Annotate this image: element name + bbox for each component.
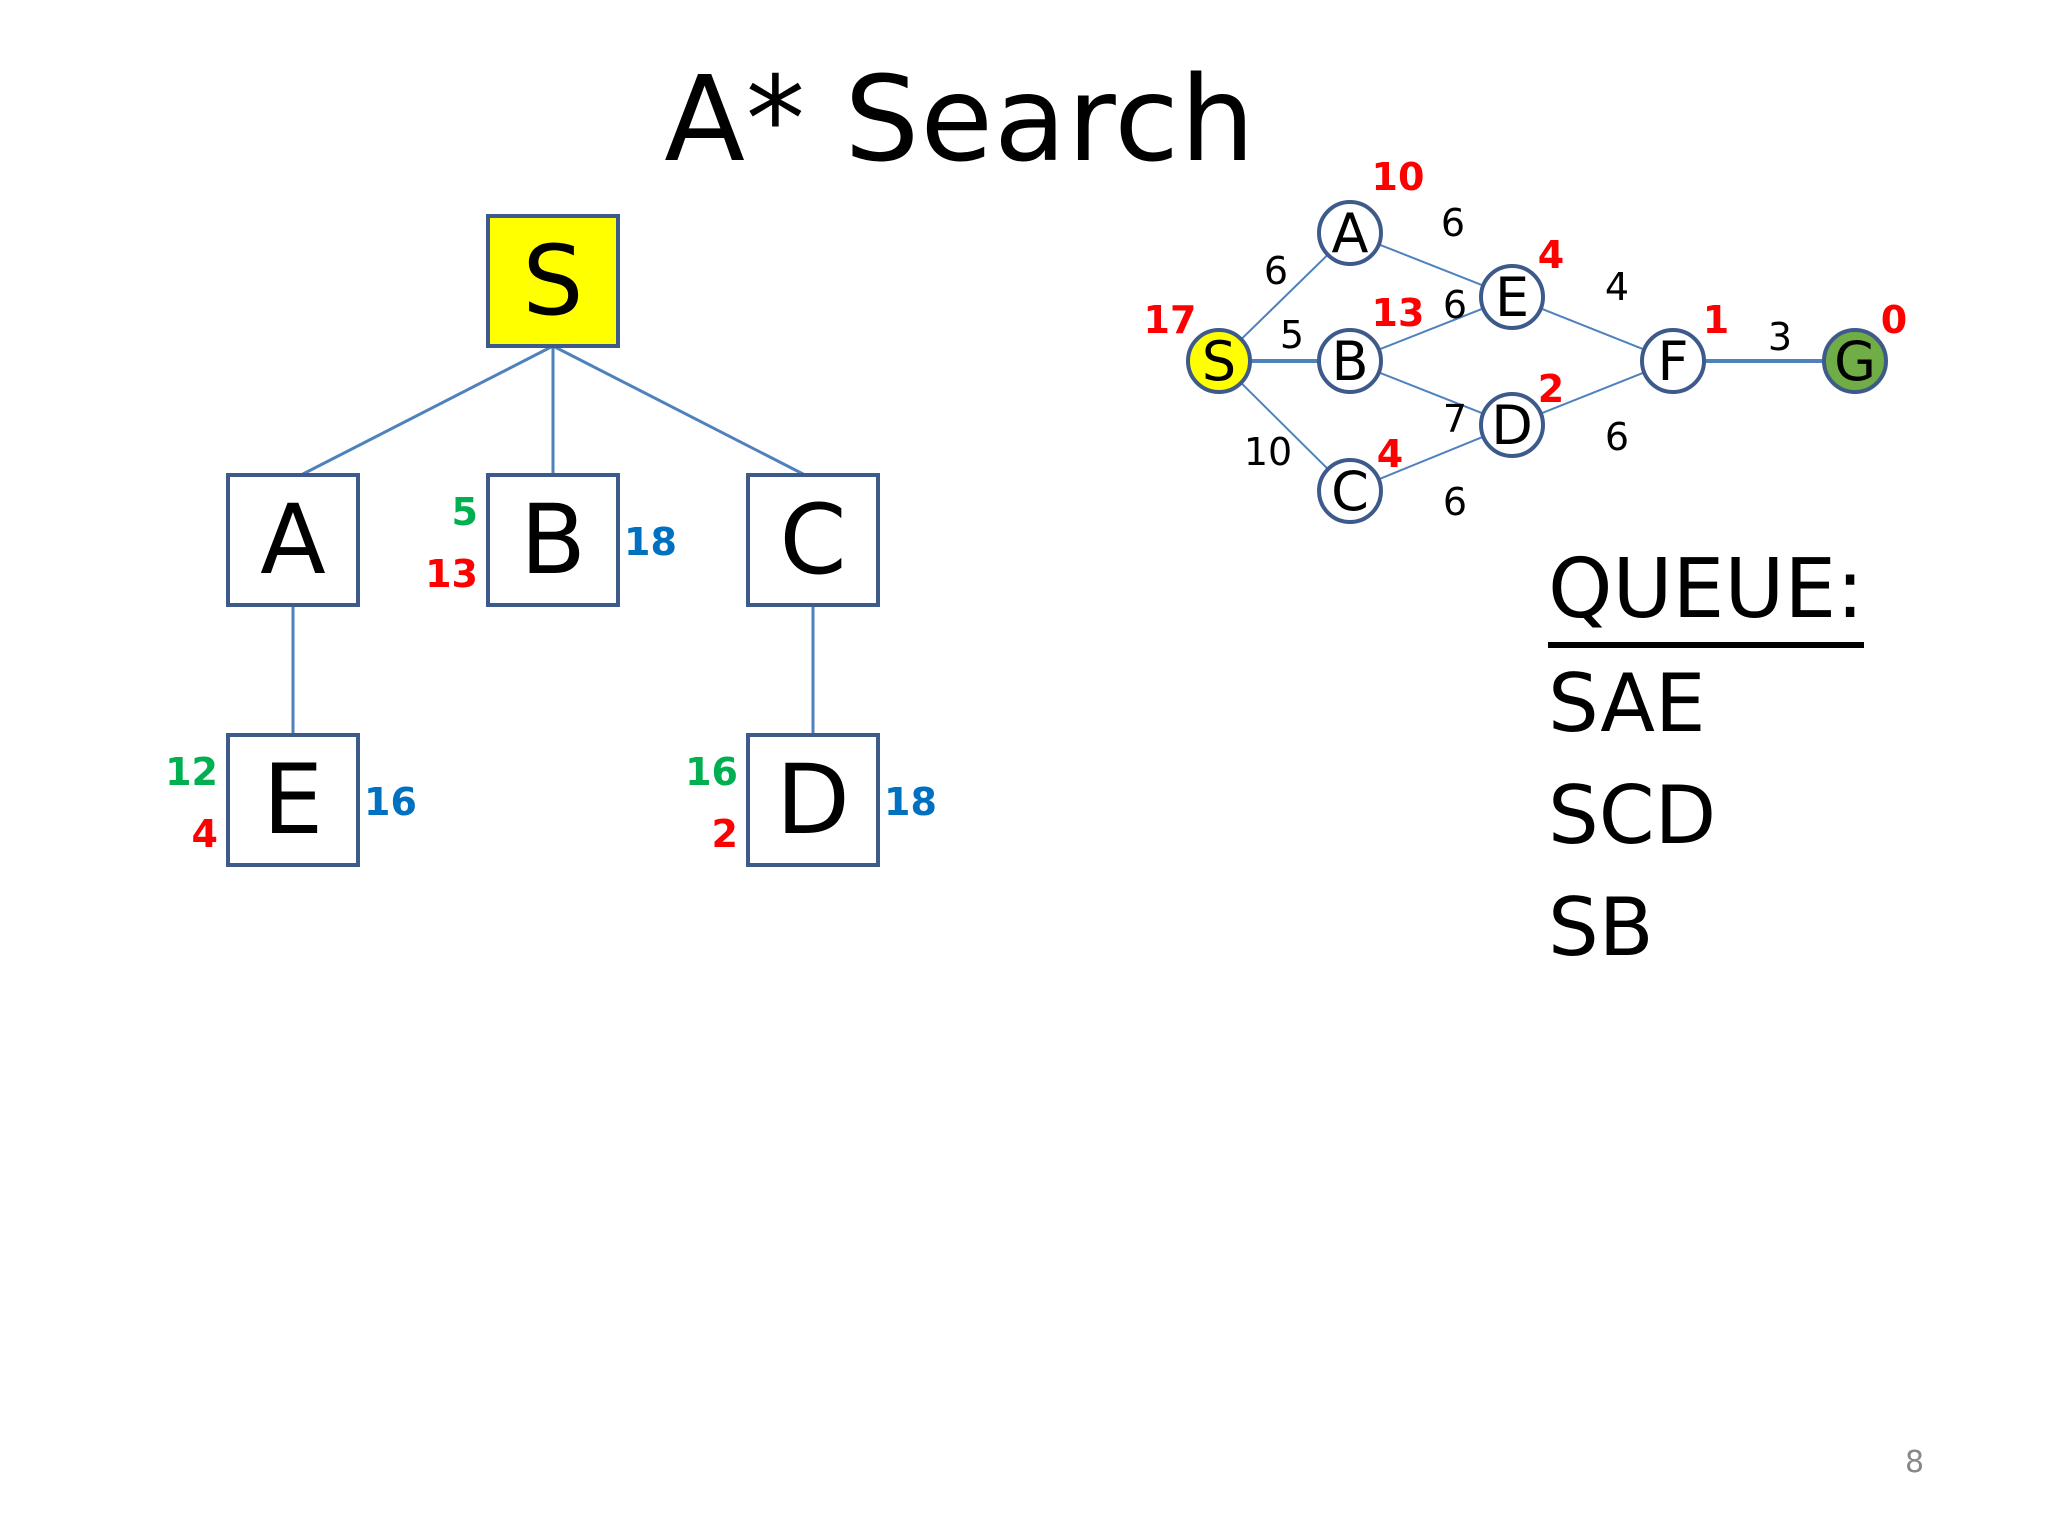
tree-node-label: E — [263, 744, 324, 856]
tree-node-box — [486, 214, 620, 348]
graph-node — [1640, 328, 1706, 394]
graph-node-label: S — [1202, 330, 1236, 393]
tree-node-box — [746, 473, 880, 607]
graph-edge — [1378, 371, 1484, 415]
tree-node-label: D — [776, 744, 850, 856]
graph-edge-cost: 6 — [1264, 249, 1288, 293]
graph-node — [1317, 458, 1383, 524]
tree-g-cost: 16 — [685, 750, 738, 794]
tree-g-cost: 12 — [165, 750, 218, 794]
page-number: 8 — [1905, 1445, 1925, 1480]
graph-node-label: D — [1491, 394, 1533, 457]
tree-edge — [300, 344, 554, 477]
queue-item: SAE — [1548, 657, 1706, 750]
graph-node-label: A — [1332, 202, 1369, 265]
graph-node-label: B — [1331, 330, 1368, 393]
tree-f-cost: 18 — [884, 780, 937, 824]
graph-edge-cost: 5 — [1280, 313, 1304, 357]
tree-node-box — [746, 733, 880, 867]
graph-edge-cost: 6 — [1605, 415, 1629, 459]
graph-edge — [1378, 243, 1484, 287]
tree-f-cost: 16 — [364, 780, 417, 824]
tree-node-box — [226, 733, 360, 867]
tree-node-label: C — [779, 484, 846, 596]
graph-edge-cost: 10 — [1244, 430, 1292, 474]
graph-edge — [1240, 253, 1329, 341]
graph-edge-cost: 7 — [1443, 397, 1467, 441]
graph-edge — [1540, 371, 1645, 415]
queue-item: SCD — [1548, 769, 1717, 862]
graph-edge-cost: 6 — [1443, 480, 1467, 524]
graph-node-label: C — [1331, 460, 1369, 523]
graph-node — [1186, 328, 1252, 394]
graph-heuristic: 0 — [1881, 298, 1907, 342]
tree-node-label: B — [520, 484, 586, 596]
tree-edge — [552, 344, 806, 477]
graph-heuristic: 17 — [1144, 298, 1197, 342]
queue-title: QUEUE: — [1548, 540, 1864, 648]
queue-item: SB — [1548, 881, 1654, 974]
graph-heuristic: 2 — [1538, 367, 1564, 411]
graph-node-label: E — [1495, 266, 1529, 329]
graph-edge — [1378, 435, 1484, 481]
graph-node — [1317, 200, 1383, 266]
graph-heuristic: 13 — [1372, 291, 1425, 335]
tree-heuristic: 4 — [192, 812, 218, 856]
graph-heuristic: 1 — [1703, 298, 1729, 342]
graph-heuristic: 4 — [1377, 432, 1403, 476]
tree-f-cost: 18 — [624, 520, 677, 564]
graph-heuristic: 4 — [1538, 233, 1564, 277]
graph-edge — [1378, 307, 1484, 351]
graph-edge-cost: 3 — [1768, 315, 1792, 359]
graph-edge — [1240, 382, 1329, 470]
graph-edge-cost: 6 — [1441, 201, 1465, 245]
graph-edge-cost: 4 — [1605, 265, 1629, 309]
graph-edge-cost: 6 — [1443, 283, 1467, 327]
tree-node-box — [226, 473, 360, 607]
tree-node-label: A — [260, 484, 326, 596]
graph-node — [1479, 392, 1545, 458]
tree-heuristic: 13 — [425, 552, 478, 596]
graph-node — [1317, 328, 1383, 394]
graph-heuristic: 10 — [1372, 155, 1425, 199]
tree-node-label: S — [523, 225, 584, 337]
graph-node — [1479, 264, 1545, 330]
tree-node-box — [486, 473, 620, 607]
graph-node-label: G — [1834, 330, 1876, 393]
queue-panel: QUEUE: SAE SCD SB — [1548, 540, 1864, 984]
graph-node — [1822, 328, 1888, 394]
tree-g-cost: 5 — [452, 490, 478, 534]
graph-node-label: F — [1657, 330, 1688, 393]
graph-edge — [1540, 307, 1645, 351]
tree-heuristic: 2 — [712, 812, 738, 856]
slide-title: A* Search — [664, 50, 1256, 188]
